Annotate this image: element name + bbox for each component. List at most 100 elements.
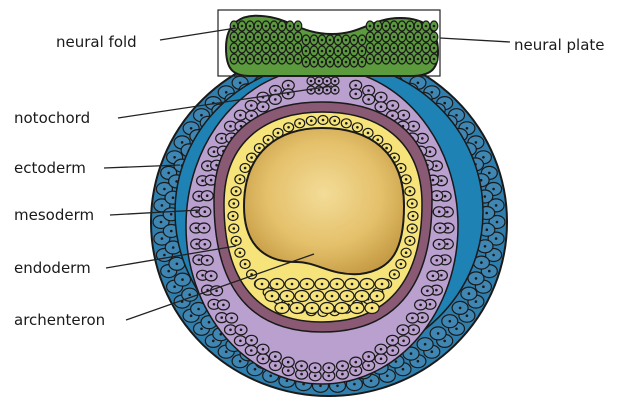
ectoderm-cell-nucleus [475, 300, 478, 303]
mesoderm-cell-nucleus [287, 361, 290, 364]
ectoderm-cell-nucleus [200, 328, 203, 331]
ectoderm-cell-nucleus [160, 221, 163, 224]
ectoderm-cell-nucleus [225, 91, 228, 94]
neural-plate-cell-nucleus [265, 58, 268, 61]
neural-plate-cell-nucleus [233, 25, 236, 28]
endoderm-cell-nucleus [371, 307, 374, 310]
neural-plate-cell-nucleus [425, 47, 428, 50]
mesoderm-cell-nucleus [429, 150, 432, 153]
ectoderm-cell-nucleus [200, 114, 203, 117]
neural-plate-cell-nucleus [337, 61, 340, 64]
neural-plate-cell-nucleus [353, 61, 356, 64]
neural-plate-cell-nucleus [393, 36, 396, 39]
ectoderm-cell-nucleus [353, 383, 356, 386]
mesoderm-cell-nucleus [355, 361, 358, 364]
endoderm-cell-nucleus [346, 295, 349, 298]
neural-plate-cell-nucleus [313, 39, 316, 42]
ectoderm-cell-nucleus [488, 270, 491, 273]
neural-plate-cell-nucleus [233, 58, 236, 61]
neural-plate-cell-nucleus [433, 25, 436, 28]
ectoderm-cell-nucleus [173, 156, 176, 159]
endoderm-cell-nucleus [311, 307, 314, 310]
neural-fold-label: neural fold [56, 33, 137, 51]
mesoderm-cell-nucleus [314, 367, 317, 370]
neural-plate-cell-nucleus [257, 36, 260, 39]
neural-plate-cell-nucleus [433, 36, 436, 39]
endoderm-cell-nucleus [244, 263, 247, 266]
ectoderm-cell-nucleus [482, 156, 485, 159]
neural-plate-cell-nucleus [337, 50, 340, 53]
neural-plate-cell-nucleus [265, 47, 268, 50]
mesoderm-cell-nucleus [402, 329, 405, 332]
mesoderm-cell-nucleus [367, 364, 370, 367]
mesoderm-cell-nucleus [250, 349, 253, 352]
mesoderm-cell-nucleus [446, 243, 449, 246]
ectoderm-cell-nucleus [475, 141, 478, 144]
ectoderm-cell-nucleus [269, 375, 272, 378]
neural-plate-cell-nucleus [241, 36, 244, 39]
neural-plate-cell-nucleus [241, 47, 244, 50]
neural-plate-cell-nucleus [401, 36, 404, 39]
mesoderm-cell-nucleus [421, 137, 424, 140]
ectoderm-cell-nucleus [173, 285, 176, 288]
neural-plate-cell-nucleus [249, 36, 252, 39]
neural-plate-cell-nucleus [289, 58, 292, 61]
endoderm-cell-nucleus [258, 147, 261, 150]
endoderm-cell-nucleus [301, 295, 304, 298]
ectoderm-cell-nucleus [431, 350, 434, 353]
neural-plate-cell-nucleus [425, 36, 428, 39]
ectoderm-cell-nucleus [208, 321, 211, 324]
mesoderm-cell-nucleus [380, 348, 383, 351]
mesoderm-cell-nucleus [412, 329, 415, 332]
mesoderm-cell-nucleus [274, 98, 277, 101]
ectoderm-cell-nucleus [443, 340, 446, 343]
neural-plate-cell-nucleus [281, 25, 284, 28]
ectoderm-cell-nucleus [480, 261, 483, 264]
mesoderm-cell-nucleus [432, 179, 435, 182]
endoderm-label: endoderm [14, 259, 91, 277]
mesoderm-cell-nucleus [262, 348, 265, 351]
endoderm-cell-nucleus [286, 295, 289, 298]
neural-plate-cell-nucleus [401, 25, 404, 28]
mesoderm-cell-nucleus [444, 195, 447, 198]
mesoderm-cell-nucleus [198, 259, 201, 262]
mesoderm-cell-nucleus [438, 243, 441, 246]
ectoderm-cell-nucleus [455, 114, 458, 117]
ectoderm-cell-nucleus [190, 314, 193, 317]
ectoderm-cell-nucleus [492, 188, 495, 191]
endoderm-cell-nucleus [385, 147, 388, 150]
neural-plate-cell-nucleus [265, 36, 268, 39]
mesoderm-cell-nucleus [412, 125, 415, 128]
neural-plate-cell-nucleus [297, 47, 300, 50]
ectoderm-cell-nucleus [188, 293, 191, 296]
archenteron-label: archenteron [14, 311, 105, 329]
mesoderm-cell-nucleus [222, 304, 225, 307]
mesoderm-cell-nucleus [274, 355, 277, 358]
ectoderm-cell-nucleus [466, 314, 469, 317]
neural-plate-cell-nucleus [249, 25, 252, 28]
mesoderm-cell-nucleus [446, 211, 449, 214]
mesoderm-cell-nucleus [229, 125, 232, 128]
ectoderm-cell-nucleus [286, 380, 289, 383]
mesoderm-cell-nucleus [203, 227, 206, 230]
mesoderm-cell-nucleus [274, 89, 277, 92]
neural-plate-cell-nucleus [289, 47, 292, 50]
neural-plate-cell-nucleus [241, 25, 244, 28]
mesoderm-cell-nucleus [367, 89, 370, 92]
mesoderm-cell-nucleus [213, 150, 216, 153]
neural-plate-cell-nucleus [297, 36, 300, 39]
neural-plate-cell-nucleus [369, 36, 372, 39]
notochord-cell-nucleus [326, 89, 329, 92]
endoderm-cell-nucleus [306, 283, 309, 286]
mesoderm-cell-nucleus [341, 373, 344, 376]
ectoderm-cell-nucleus [176, 263, 179, 266]
endoderm-cell-nucleus [235, 240, 238, 243]
neural-plate-cell-nucleus [289, 36, 292, 39]
mesoderm-cell-nucleus [274, 364, 277, 367]
neural-plate-cell-nucleus [417, 36, 420, 39]
neural-plate-cell-nucleus [273, 36, 276, 39]
mesoderm-cell-nucleus [436, 194, 439, 197]
mesoderm-cell-nucleus [240, 329, 243, 332]
ectoderm-cell-nucleus [417, 360, 420, 363]
mesoderm-cell-nucleus [210, 275, 213, 278]
